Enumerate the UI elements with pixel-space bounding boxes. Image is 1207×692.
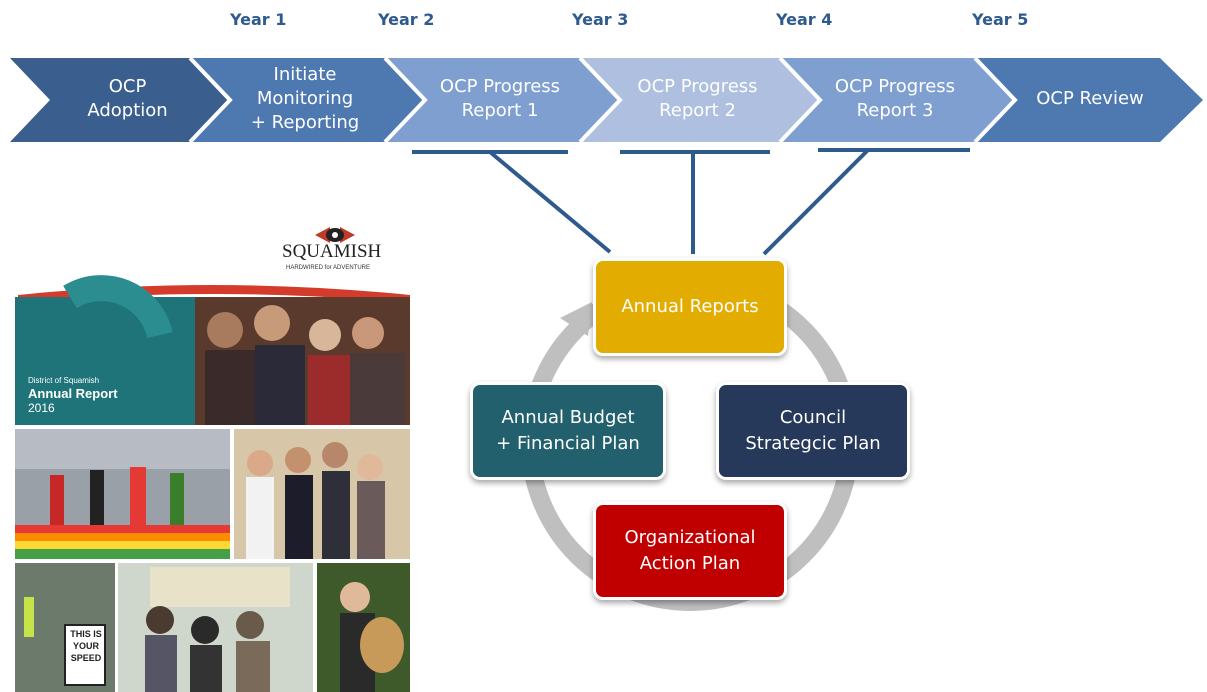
year-1-label: Year 1 <box>230 10 287 29</box>
chevron-label-initiate-monitoring: Initiate Monitoring + Reporting <box>250 64 360 133</box>
cover-district: District of Squamish <box>28 376 100 385</box>
chevron-ocp-adoption <box>10 58 230 142</box>
year-2-label: Year 2 <box>378 10 435 29</box>
year-4-label: Year 4 <box>776 10 833 29</box>
annual-report-cover: SQUAMISH HARDWIRED for ADVENTURE Distric… <box>10 205 415 692</box>
year-3-label: Year 3 <box>572 10 629 29</box>
chevron-label-ocp-adoption: OCP Adoption <box>87 76 168 121</box>
organizational-action-plan-box: Organizational Action Plan <box>593 502 787 600</box>
chevron-label-progress-report-1: OCP Progress Report 1 <box>439 76 561 121</box>
cover-speed-sign-text: THIS IS YOUR SPEED <box>70 629 102 663</box>
chevron-progress-report-2 <box>580 58 820 142</box>
chevron-ocp-review <box>975 58 1203 142</box>
year-5-label: Year 5 <box>972 10 1029 29</box>
chevron-progress-report-3 <box>780 58 1015 142</box>
cover-logo-text: SQUAMISH <box>282 241 382 262</box>
chevron-label-ocp-review: OCP Review <box>1036 88 1144 109</box>
chevron-label-progress-report-3: OCP Progress Report 3 <box>834 76 956 121</box>
cover-artwork <box>10 205 415 692</box>
annual-reports-box: Annual Reports <box>593 258 787 356</box>
squamish-logo-icon <box>315 227 355 243</box>
chevron-initiate-monitoring <box>190 58 425 142</box>
cover-report-title: Annual Report <box>28 386 118 401</box>
annual-budget-box: Annual Budget + Financial Plan <box>470 382 666 480</box>
cycle-arrowhead <box>560 302 592 336</box>
cover-report-year: 2016 <box>28 401 55 415</box>
chevron-label-progress-report-2: OCP Progress Report 2 <box>637 76 758 121</box>
cover-tagline: HARDWIRED for ADVENTURE <box>286 265 371 271</box>
council-strategic-plan-box: Council Strategcic Plan <box>716 382 910 480</box>
progress-connectors <box>412 148 970 256</box>
chevron-progress-report-1 <box>385 58 620 142</box>
